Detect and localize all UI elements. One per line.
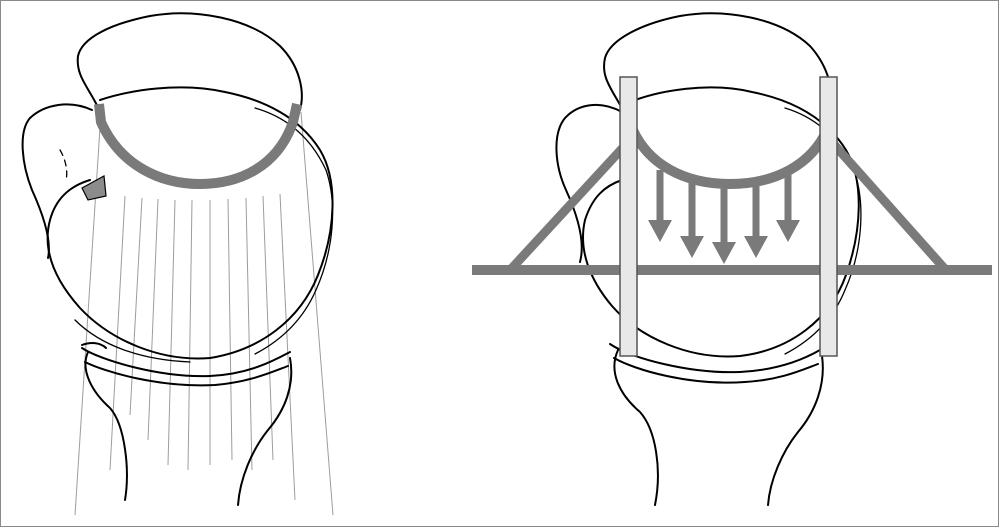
bone-outline xyxy=(556,13,860,505)
arrow-icon xyxy=(680,180,704,258)
arrow-icon xyxy=(776,170,800,242)
ray-line xyxy=(228,199,232,460)
right-panel xyxy=(472,13,992,505)
ray-line xyxy=(130,198,142,415)
ray-line xyxy=(263,196,273,460)
ray-line xyxy=(168,200,175,465)
arrow-icon xyxy=(744,180,768,258)
ray-line xyxy=(75,112,101,515)
vertical-pin-left xyxy=(620,77,637,356)
bone-wedge xyxy=(82,176,106,200)
horizontal-plate xyxy=(472,265,992,275)
curved-implant xyxy=(99,104,297,184)
ray-line xyxy=(246,198,252,470)
ray-line xyxy=(280,194,295,500)
vertical-pin-right xyxy=(820,77,837,356)
frame-strut-right xyxy=(830,140,944,268)
frame-strut-left xyxy=(512,140,630,268)
bone-outline xyxy=(23,13,333,505)
ray-line xyxy=(148,199,158,440)
arrow-icon xyxy=(712,184,736,264)
ray-line xyxy=(188,200,192,470)
compression-arrows xyxy=(648,170,800,264)
arrow-icon xyxy=(648,170,672,242)
left-panel xyxy=(23,13,333,515)
